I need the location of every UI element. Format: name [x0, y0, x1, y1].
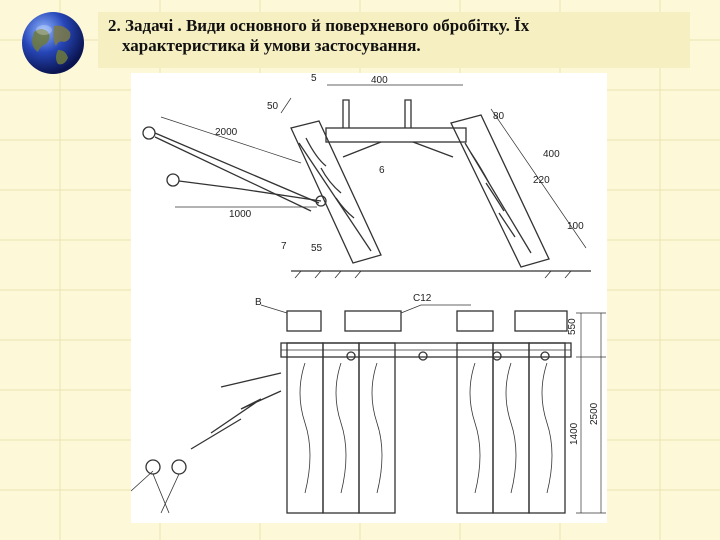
top-view — [142, 84, 591, 279]
label-width-400: 400 — [371, 75, 388, 86]
label-dim-2500: 2500 — [589, 402, 600, 425]
label-dim-400-right: 400 — [543, 149, 560, 160]
globe-icon — [20, 10, 86, 76]
technical-drawing: 5 400 50 2000 6 1000 7 55 80 400 220 100 — [131, 73, 607, 523]
slide-title-line-2: характеристика й умови застосування. — [122, 36, 421, 55]
label-dim-100: 100 — [567, 221, 584, 232]
label-angle-55: 55 — [311, 243, 323, 254]
side-view-labels: В С12 550 1400 2500 — [255, 293, 600, 445]
label-dim-2000: 2000 — [215, 127, 238, 138]
label-dim-50: 50 — [267, 101, 279, 112]
label-dim-1400: 1400 — [569, 422, 580, 445]
top-view-labels: 5 400 50 2000 6 1000 7 55 80 400 220 100 — [215, 73, 584, 254]
label-dim-550: 550 — [567, 318, 578, 335]
label-dim-1000: 1000 — [229, 209, 252, 220]
label-dim-220: 220 — [533, 175, 550, 186]
slide-title-line-1: 2. Задачі . Види основного й поверхневог… — [108, 16, 530, 35]
label-channel-c12: С12 — [413, 293, 432, 304]
label-dim-80: 80 — [493, 111, 505, 122]
side-view — [131, 304, 606, 514]
label-part-6: 6 — [379, 165, 385, 176]
slide-title: 2. Задачі . Види основного й поверхневог… — [108, 16, 688, 56]
title-bar — [98, 12, 690, 68]
label-part-5: 5 — [311, 73, 317, 84]
label-part-7: 7 — [281, 241, 287, 252]
label-part-v: В — [255, 297, 262, 308]
